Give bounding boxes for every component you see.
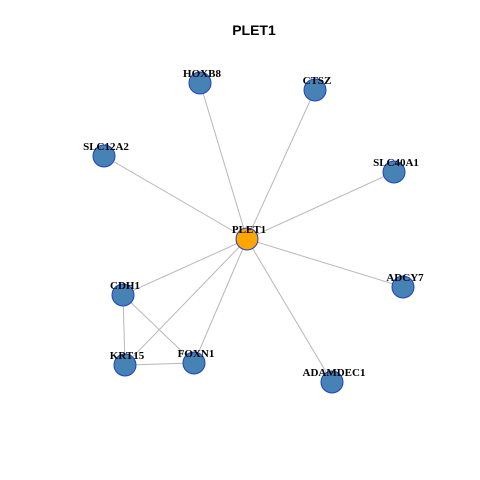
node-label-cdh1: CDH1 [110,280,140,292]
node-krt15 [113,353,137,377]
graph-title: PLET1 [232,22,276,38]
edge-plet1-krt15 [124,238,248,366]
node-adamdec1 [320,370,344,394]
edge-plet1-foxn1 [193,238,248,364]
edges-layer [103,82,404,383]
edge-plet1-hoxb8 [199,82,248,240]
node-label-hoxb8: HOXB8 [183,68,221,80]
node-cdh1 [111,283,135,307]
edge-plet1-ctsz [246,89,316,240]
node-slc40a1 [382,160,406,184]
node-label-foxn1: FOXN1 [178,348,215,360]
edge-plet1-adamdec1 [246,238,333,383]
node-label-slc40a1: SLC40A1 [373,157,419,169]
edge-plet1-slc40a1 [246,171,395,240]
node-label-krt15: KRT15 [110,350,145,362]
node-label-ctsz: CTSZ [303,75,332,87]
node-ctsz [303,78,327,102]
edge-cdh1-foxn1 [122,294,195,364]
node-plet1 [235,227,259,251]
edge-krt15-foxn1 [124,362,195,366]
nodes-layer [92,71,415,394]
node-slc12a2 [92,144,116,168]
node-label-slc12a2: SLC12A2 [83,141,129,153]
node-foxn1 [182,351,206,375]
node-hoxb8 [188,71,212,95]
edge-cdh1-krt15 [122,294,126,366]
node-label-adcy7: ADCY7 [386,272,424,284]
node-label-adamdec1: ADAMDEC1 [303,367,366,379]
node-label-plet1: PLET1 [232,224,266,236]
edge-plet1-adcy7 [246,238,404,288]
node-adcy7 [391,275,415,299]
edge-plet1-cdh1 [122,238,248,296]
edge-plet1-slc12a2 [103,155,248,240]
